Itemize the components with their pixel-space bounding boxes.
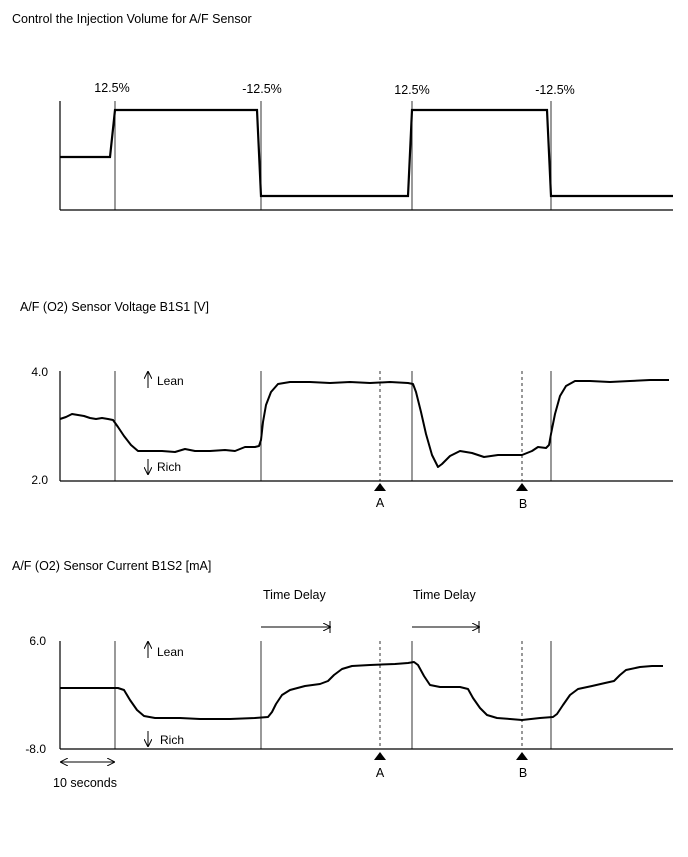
voltage-lean-label: Lean <box>157 374 184 388</box>
current-panel: A/F (O2) Sensor Current B1S2 [mA] Time D… <box>12 559 673 790</box>
time-scale: 10 seconds <box>53 762 117 790</box>
voltage-lean-indicator: Lean <box>148 372 184 388</box>
current-y-top-label: 6.0 <box>29 634 46 648</box>
injection-waveform <box>60 108 673 198</box>
time-delay-2-label: Time Delay <box>413 588 476 602</box>
current-lean-indicator: Lean <box>148 642 184 659</box>
injection-volume-panel: Control the Injection Volume for A/F Sen… <box>12 12 673 211</box>
current-axes <box>59 641 673 750</box>
current-waveform <box>60 661 663 721</box>
voltage-marker-b: B <box>516 483 528 511</box>
voltage-axes <box>59 371 673 482</box>
time-scale-label: 10 seconds <box>53 776 117 790</box>
time-delay-1-label: Time Delay <box>263 588 326 602</box>
current-title: A/F (O2) Sensor Current B1S2 [mA] <box>12 559 211 573</box>
injection-title: Control the Injection Volume for A/F Sen… <box>12 12 252 26</box>
injection-axes <box>59 101 673 211</box>
time-delay-2: Time Delay <box>412 588 479 633</box>
current-rich-label: Rich <box>160 733 184 747</box>
current-rich-indicator: Rich <box>148 731 184 747</box>
injection-label-2: -12.5% <box>242 82 282 96</box>
voltage-rich-indicator: Rich <box>148 459 181 474</box>
current-marker-b-label: B <box>519 766 527 780</box>
injection-guide-lines <box>114 101 552 210</box>
time-delay-1: Time Delay <box>261 588 330 633</box>
current-marker-b: B <box>516 752 528 780</box>
current-lean-label: Lean <box>157 645 184 659</box>
injection-label-3: 12.5% <box>394 83 429 97</box>
voltage-dashed-lines <box>379 371 523 481</box>
current-marker-a: A <box>374 752 386 780</box>
injection-label-1: 12.5% <box>94 81 129 95</box>
triangle-marker-icon <box>516 483 528 491</box>
voltage-panel: A/F (O2) Sensor Voltage B1S1 [V] 4.0 2.0… <box>20 300 673 511</box>
current-dashed-lines <box>379 641 523 749</box>
voltage-y-top-label: 4.0 <box>31 365 48 379</box>
current-guide-lines <box>114 641 552 749</box>
triangle-marker-icon <box>516 752 528 760</box>
voltage-marker-a-label: A <box>376 496 385 510</box>
current-y-bottom-label: -8.0 <box>25 742 46 756</box>
current-marker-a-label: A <box>376 766 385 780</box>
triangle-marker-icon <box>374 752 386 760</box>
voltage-y-bottom-label: 2.0 <box>31 473 48 487</box>
voltage-waveform <box>59 379 669 468</box>
voltage-title: A/F (O2) Sensor Voltage B1S1 [V] <box>20 300 209 314</box>
triangle-marker-icon <box>374 483 386 491</box>
voltage-rich-label: Rich <box>157 460 181 474</box>
voltage-guide-lines <box>114 371 552 481</box>
voltage-marker-a: A <box>374 483 386 510</box>
injection-label-4: -12.5% <box>535 83 575 97</box>
voltage-marker-b-label: B <box>519 497 527 511</box>
